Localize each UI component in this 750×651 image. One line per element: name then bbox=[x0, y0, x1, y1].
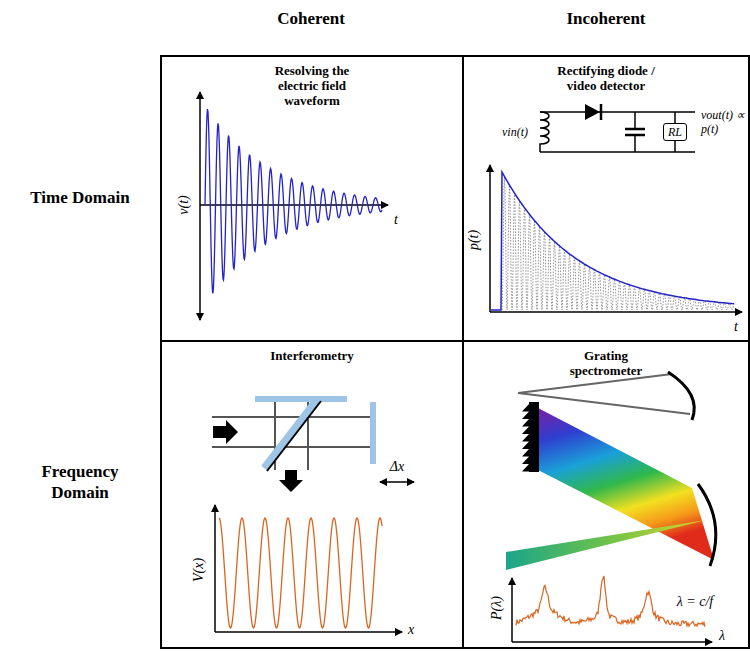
y-axis bbox=[489, 165, 491, 312]
spectrum-trace bbox=[516, 576, 705, 627]
table-cell: Rectifying diode / video detectorRL bbox=[462, 55, 750, 342]
wire bbox=[540, 111, 695, 113]
interferogram bbox=[219, 518, 382, 628]
y-axis bbox=[214, 505, 216, 632]
diode-symbol bbox=[585, 104, 600, 120]
axis-label: x bbox=[408, 622, 414, 638]
table-cell: Resolving the electric field waveform bbox=[160, 55, 464, 342]
x-axis bbox=[215, 631, 402, 633]
axis-label: λ bbox=[719, 628, 725, 644]
signal-name: vin(t) bbox=[502, 125, 528, 139]
beam-splitter bbox=[264, 398, 318, 468]
axis-label: p(t) bbox=[466, 230, 482, 250]
moving-mirror bbox=[370, 402, 376, 464]
signal-name: vout(t) ∝ p(t) bbox=[701, 108, 748, 136]
column-header: Coherent bbox=[277, 8, 345, 29]
beam-splitter-edge bbox=[267, 401, 321, 471]
carrier-oscillation bbox=[502, 177, 735, 311]
beam bbox=[212, 446, 370, 448]
beam bbox=[212, 416, 370, 418]
cell-title: Grating spectrometer bbox=[559, 348, 654, 378]
capacitor-plate bbox=[625, 128, 645, 131]
equation-label: λ = c/f bbox=[677, 594, 714, 610]
damped-waveform bbox=[205, 109, 382, 293]
fixed-mirror bbox=[255, 396, 347, 402]
displacement-arrow bbox=[380, 481, 414, 482]
axis-label: V(x) bbox=[191, 558, 207, 582]
cell-title: Rectifying diode / video detector bbox=[556, 63, 656, 93]
resistor-label: RL bbox=[668, 125, 682, 139]
collimating-mirror bbox=[668, 372, 694, 420]
axis-label: v(t) bbox=[176, 195, 192, 214]
diode-bar bbox=[600, 104, 603, 120]
resistor-symbol: RL bbox=[663, 123, 687, 141]
input-arrow bbox=[213, 420, 238, 444]
grating-teeth bbox=[522, 404, 529, 472]
wire bbox=[674, 140, 676, 152]
axis-label: t bbox=[734, 319, 738, 335]
y-axis bbox=[511, 578, 513, 642]
x-axis bbox=[512, 641, 712, 643]
table-cell: Interferometry bbox=[160, 340, 464, 649]
power-envelope bbox=[491, 172, 734, 310]
cell-title: Resolving the electric field waveform bbox=[257, 63, 367, 108]
output-arrow bbox=[279, 470, 303, 492]
wire bbox=[540, 151, 695, 153]
dimension-label: Δx bbox=[390, 459, 404, 475]
cell-title: Interferometry bbox=[242, 348, 382, 363]
column-header: Incoherent bbox=[566, 8, 645, 29]
row-header: Frequency Domain bbox=[30, 461, 130, 503]
focusing-mirror bbox=[698, 484, 716, 566]
focused-spectrum bbox=[506, 520, 706, 570]
row-header: Time Domain bbox=[30, 187, 130, 208]
wire bbox=[634, 112, 636, 129]
wire bbox=[634, 135, 636, 152]
axis-label: t bbox=[394, 212, 398, 228]
x-axis bbox=[490, 311, 742, 313]
beam bbox=[518, 393, 690, 414]
y-axis bbox=[199, 92, 201, 320]
axis-label: P(λ) bbox=[489, 596, 505, 620]
inductor-symbol bbox=[540, 112, 549, 152]
grating-body bbox=[529, 402, 539, 472]
